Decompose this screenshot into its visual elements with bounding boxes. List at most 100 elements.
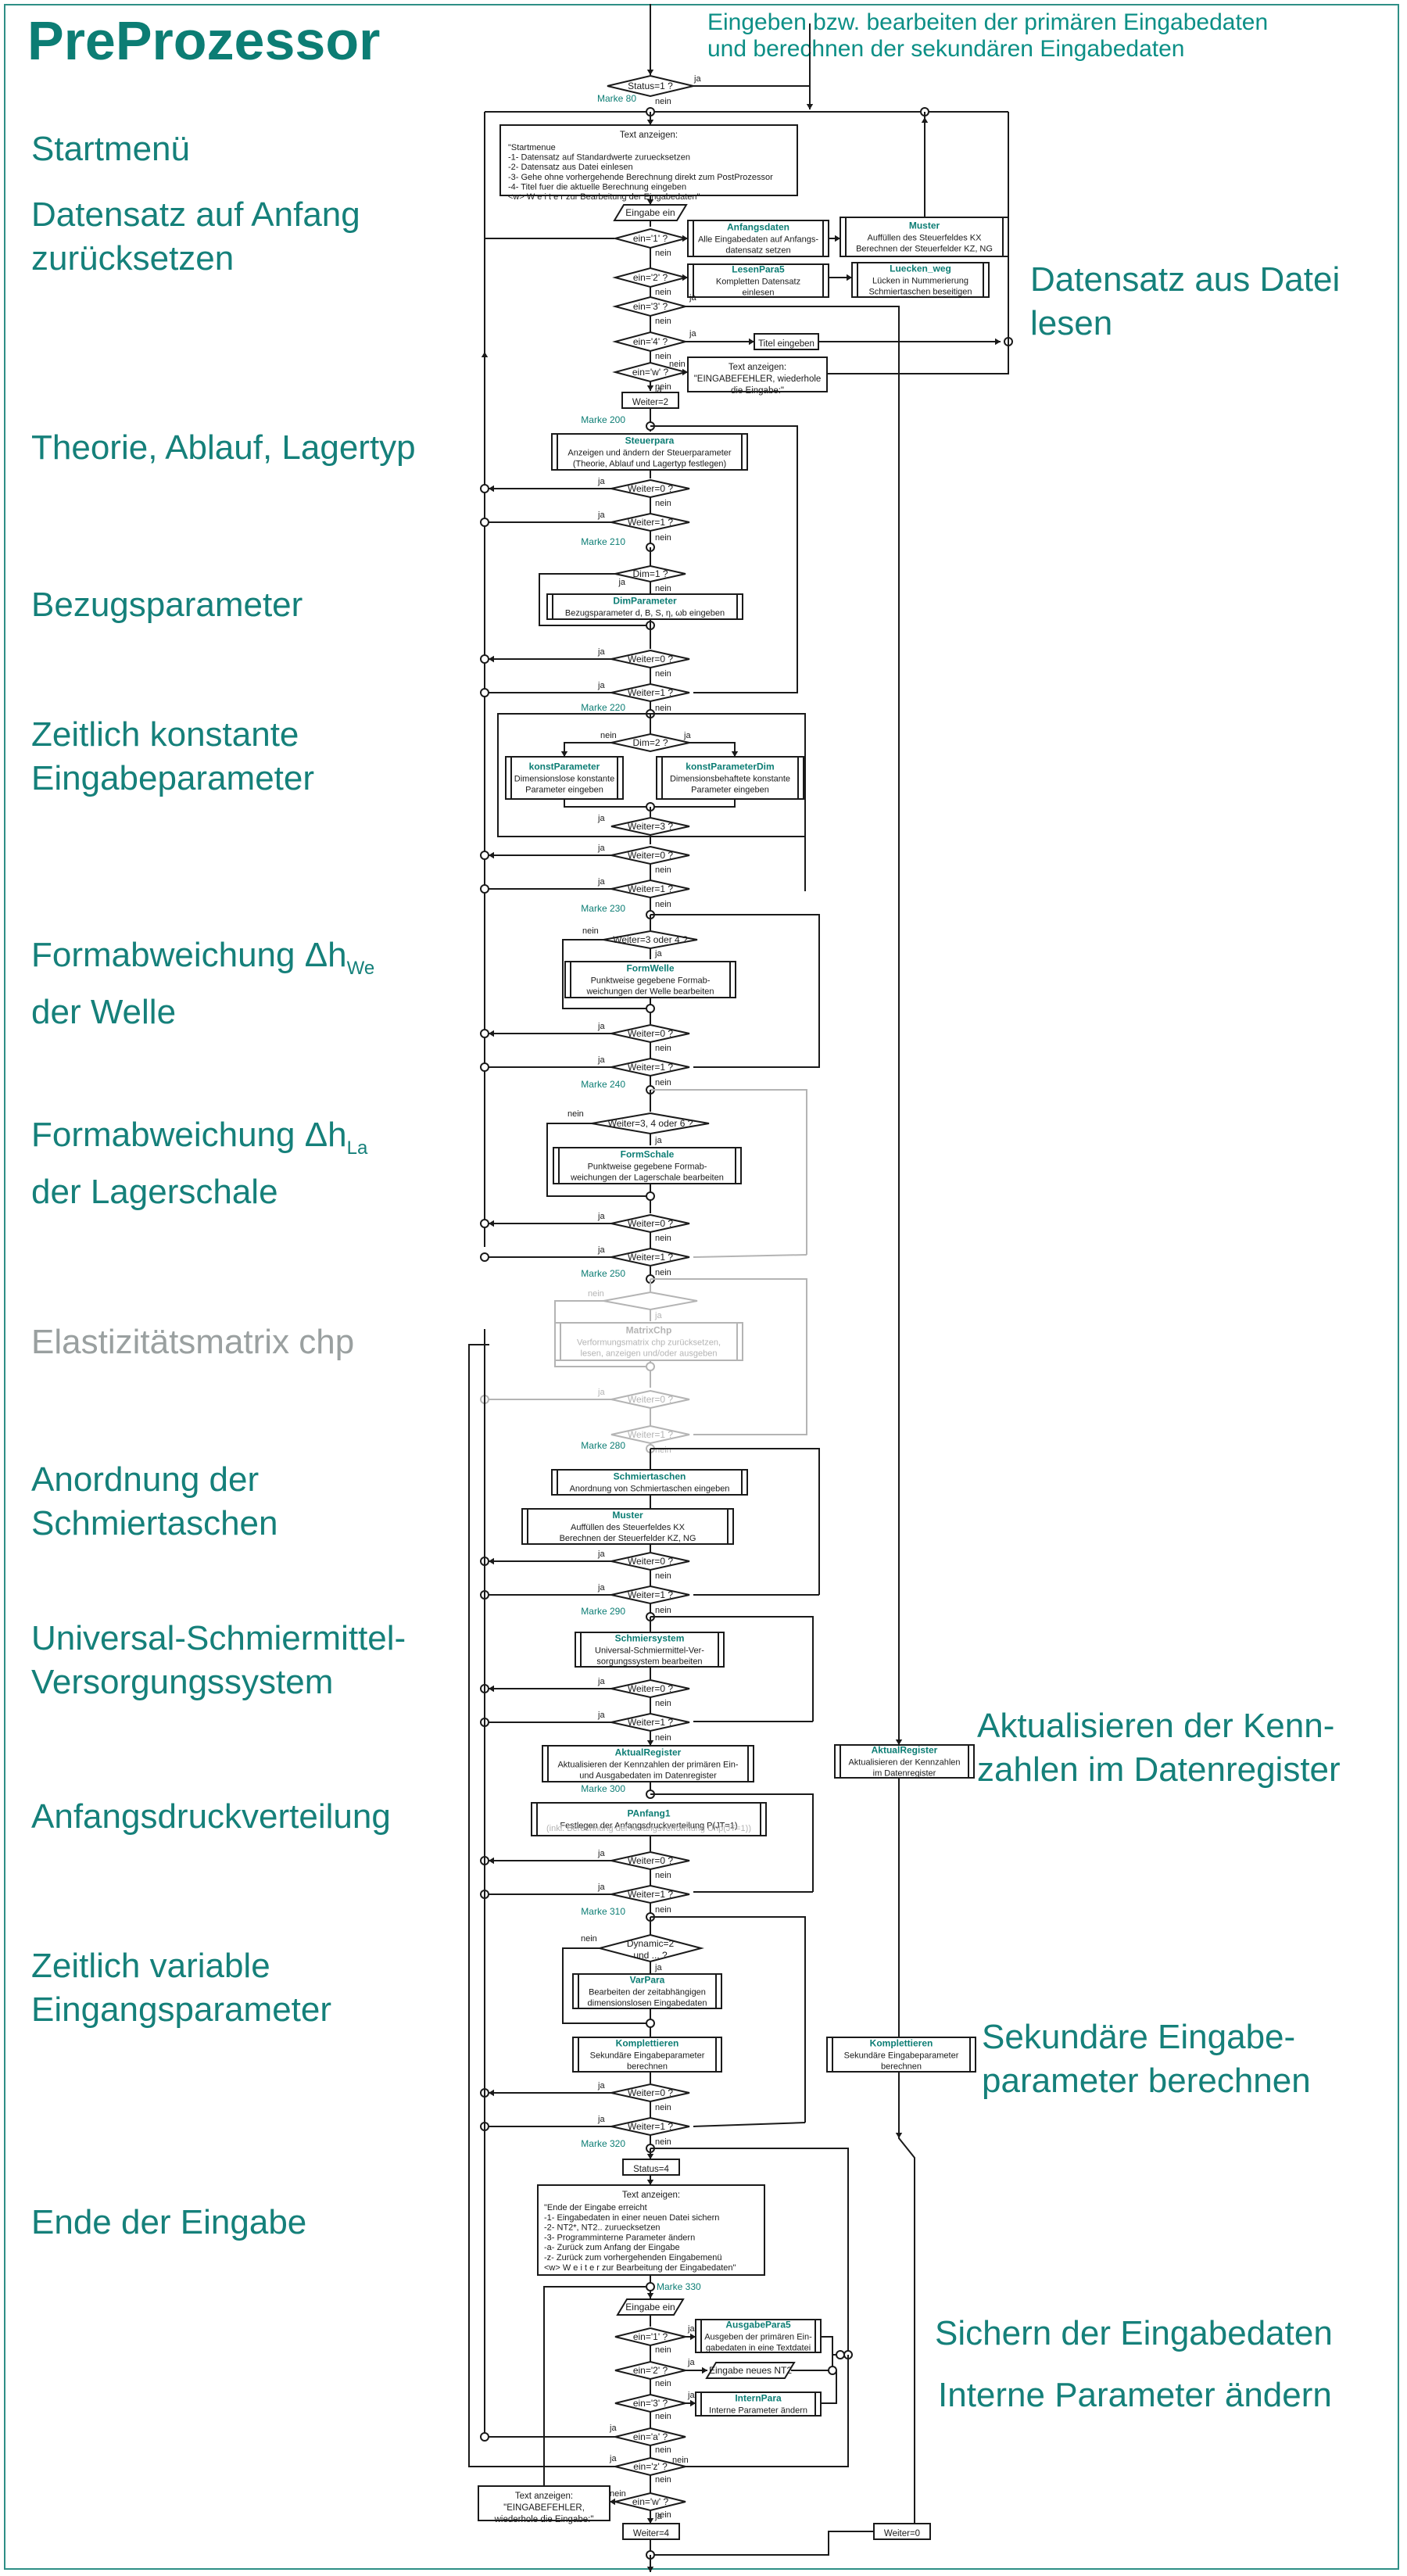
branch-label: ja bbox=[597, 681, 605, 690]
subroutine-name: Steuerpara bbox=[625, 435, 675, 446]
section-formwelle-line-1: Formabweichung Δh bbox=[31, 936, 347, 974]
junction-node bbox=[646, 1004, 655, 1013]
subroutine-text: Sekundäre Eingabeparameter bbox=[844, 2051, 959, 2061]
marker-label: Marke 240 bbox=[581, 1079, 625, 1090]
subroutine-box bbox=[542, 1745, 754, 1782]
branch-label: ja bbox=[597, 1711, 605, 1720]
decision-label: Dim=1 ? bbox=[632, 568, 668, 579]
arrowhead bbox=[646, 70, 654, 75]
decision-label: ein='3' ? bbox=[633, 301, 668, 312]
arrowhead bbox=[646, 199, 654, 205]
subroutine-text: dimensionslosen Eingabedaten bbox=[588, 1999, 707, 2008]
flow-line bbox=[539, 573, 650, 626]
flow-line bbox=[686, 2355, 849, 2467]
branch-label: nein bbox=[655, 1905, 671, 1915]
flow-line bbox=[564, 742, 611, 757]
subroutine-text: Dimensionslose konstante bbox=[514, 775, 614, 784]
decision-label: ein='2' ? bbox=[633, 2365, 668, 2376]
branch-label: ja bbox=[597, 1583, 605, 1593]
branch-label: ja bbox=[683, 731, 691, 740]
decision-diamond bbox=[607, 74, 694, 98]
arrowhead bbox=[835, 235, 840, 242]
branch-label: nein bbox=[655, 584, 671, 593]
arrowhead bbox=[489, 1857, 494, 1865]
io-label: Eingabe neues NT2 bbox=[709, 2365, 792, 2376]
top-note: Eingeben bzw. bearbeiten der primären Ei… bbox=[707, 9, 1268, 63]
subroutine-box bbox=[851, 262, 990, 298]
marker-label: Marke 280 bbox=[581, 1440, 625, 1451]
menu-line: -1- Datensatz auf Standardwerte zuruecks… bbox=[508, 153, 690, 163]
decision-label: Weiter=0 ? bbox=[628, 1683, 673, 1694]
end-menu-line: -3- Programminterne Parameter ändern bbox=[544, 2233, 695, 2242]
junction-node bbox=[480, 1029, 489, 1038]
io-label: Eingabe ein bbox=[625, 207, 675, 218]
subroutine-text: sorgungssystem bearbeiten bbox=[596, 1657, 702, 1667]
decision-diamond bbox=[610, 733, 690, 753]
branch-label: ja bbox=[687, 2358, 695, 2367]
junction-node bbox=[646, 2019, 655, 2028]
marker-label: Marke 210 bbox=[581, 536, 625, 547]
branch-label: ja bbox=[597, 1212, 605, 1221]
branch-label: nein bbox=[655, 352, 671, 361]
arrowhead bbox=[682, 235, 688, 242]
section-variable-line-2: Eingangsparameter bbox=[31, 1990, 332, 2029]
section-pockets: Anordnung der Schmiertaschen bbox=[31, 1458, 277, 1546]
junction-node bbox=[646, 1362, 655, 1371]
arrowhead bbox=[682, 368, 688, 376]
arrowhead bbox=[489, 1030, 494, 1037]
arrowhead bbox=[646, 120, 654, 125]
subroutine-text: datensatz setzen bbox=[725, 246, 790, 256]
subroutine-text: weichungen der Welle bearbeiten bbox=[585, 987, 714, 997]
subroutine-box bbox=[687, 220, 829, 257]
section-constant-line-2: Eingabeparameter bbox=[31, 759, 315, 797]
end-menu-line: -a- Zurück zum Anfang der Eingabe bbox=[544, 2243, 680, 2252]
arrowhead bbox=[646, 2567, 654, 2572]
flow-line bbox=[827, 112, 1009, 374]
section-pockets-line-1: Anordnung der bbox=[31, 1460, 260, 1499]
top-note-line-1: Eingeben bzw. bearbeiten der primären Ei… bbox=[707, 9, 1269, 35]
flow-line bbox=[650, 2531, 874, 2556]
arrowhead bbox=[646, 2293, 654, 2298]
decision-label: Weiter=0 ? bbox=[628, 1855, 673, 1866]
section-startmenu: Startmenü bbox=[31, 130, 190, 168]
subroutine-text: lesen, anzeigen und/oder ausgeben bbox=[581, 1349, 718, 1359]
arrowhead bbox=[646, 2180, 654, 2185]
branch-label: nein bbox=[655, 2475, 671, 2485]
flow-line bbox=[821, 2370, 837, 2404]
decision-diamond bbox=[610, 1247, 690, 1267]
arrowhead bbox=[702, 2366, 707, 2374]
junction-node bbox=[480, 1219, 489, 1228]
arrowhead bbox=[489, 1557, 494, 1565]
branch-label: nein bbox=[588, 1289, 604, 1299]
subroutine-name: InternPara bbox=[735, 2393, 782, 2404]
section-lube-line-2: Versorgungssystem bbox=[31, 1663, 334, 1701]
branch-label: nein bbox=[567, 1109, 584, 1119]
section-end: Ende der Eingabe bbox=[31, 2203, 307, 2241]
decision-label: ein='1' ? bbox=[633, 2331, 668, 2342]
section-pockets-line-2: Schmiertaschen bbox=[31, 1504, 278, 1542]
arrowhead bbox=[806, 104, 814, 109]
branch-label: ja bbox=[597, 1245, 605, 1255]
branch-label: nein bbox=[655, 2510, 671, 2520]
branch-label: nein bbox=[610, 2489, 626, 2499]
decision-label: Weiter=3 oder 4 ? bbox=[613, 934, 688, 945]
branch-label: ja bbox=[654, 385, 662, 395]
decision-label: Weiter=3, 4 oder 6 ? bbox=[608, 1118, 693, 1129]
flow-line bbox=[562, 939, 650, 1009]
io-box bbox=[616, 2298, 685, 2316]
subroutine-name: AusgabePara5 bbox=[725, 2320, 791, 2331]
subroutine-name: Komplettieren bbox=[870, 2038, 933, 2049]
branch-label: nein bbox=[655, 900, 671, 909]
branch-label: nein bbox=[655, 1078, 671, 1087]
branch-label: nein bbox=[581, 1934, 597, 1944]
arrowhead bbox=[921, 117, 929, 123]
branch-label: nein bbox=[655, 382, 671, 392]
section-read-file: Datensatz aus Datei lesen bbox=[1030, 258, 1340, 346]
marker-label: Marke 80 bbox=[597, 93, 636, 104]
subroutine-box bbox=[551, 1469, 748, 1496]
branch-label: nein bbox=[655, 2345, 671, 2355]
subroutine-text: Anzeigen und ändern der Steuerparameter bbox=[567, 449, 731, 458]
branch-label: ja bbox=[654, 1136, 662, 1145]
section-theory: Theorie, Ablauf, Lagertyp bbox=[31, 428, 416, 467]
subroutine-text: Parameter eingeben bbox=[691, 786, 769, 795]
